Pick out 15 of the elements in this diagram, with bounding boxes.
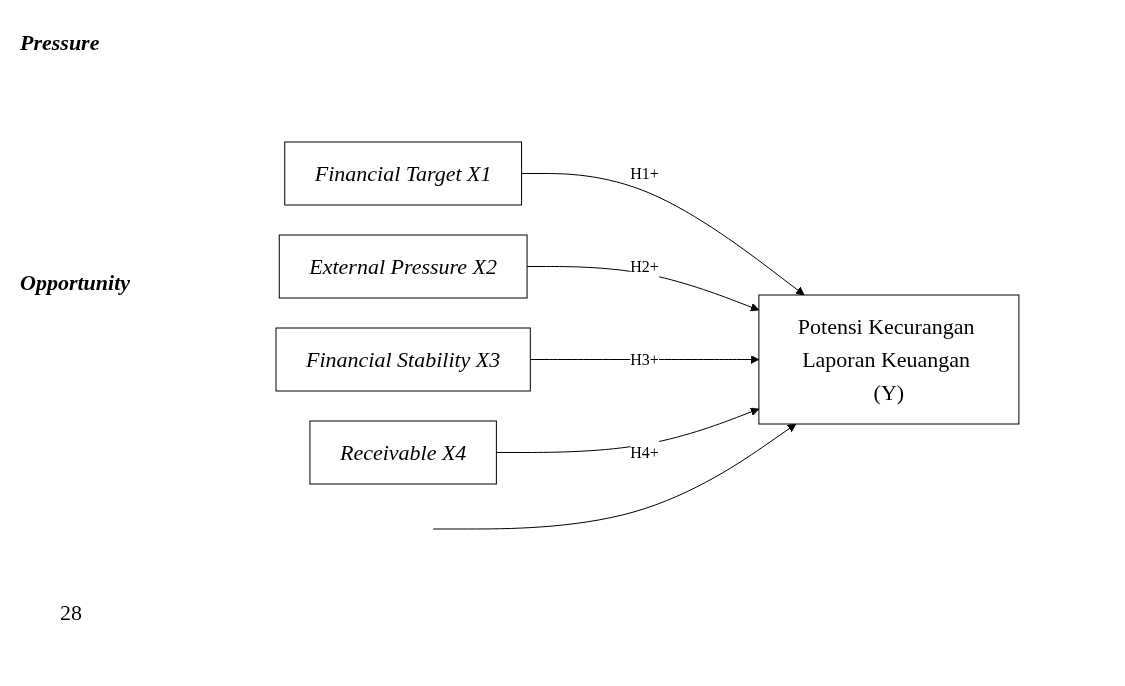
edge-label: H3+	[630, 350, 659, 368]
group-heading: Opportunity	[20, 270, 131, 296]
edge-label: H4+	[630, 443, 659, 461]
node-box: Financial Target X1	[284, 141, 523, 206]
group-heading: Pressure	[20, 30, 100, 56]
node-box: External Pressure X2	[278, 234, 528, 299]
edge-label: H1+	[630, 164, 659, 182]
node-box: Financial Stability X3	[275, 327, 531, 392]
node-box: Potensi Kecurangan Laporan Keuangan (Y)	[758, 294, 1020, 425]
node-box: Receivable X4	[309, 420, 497, 485]
arrow	[432, 423, 797, 530]
arrow	[495, 407, 760, 453]
edge-label: H2+	[630, 257, 659, 275]
arrow	[521, 173, 805, 296]
page-number: 28	[60, 600, 82, 626]
